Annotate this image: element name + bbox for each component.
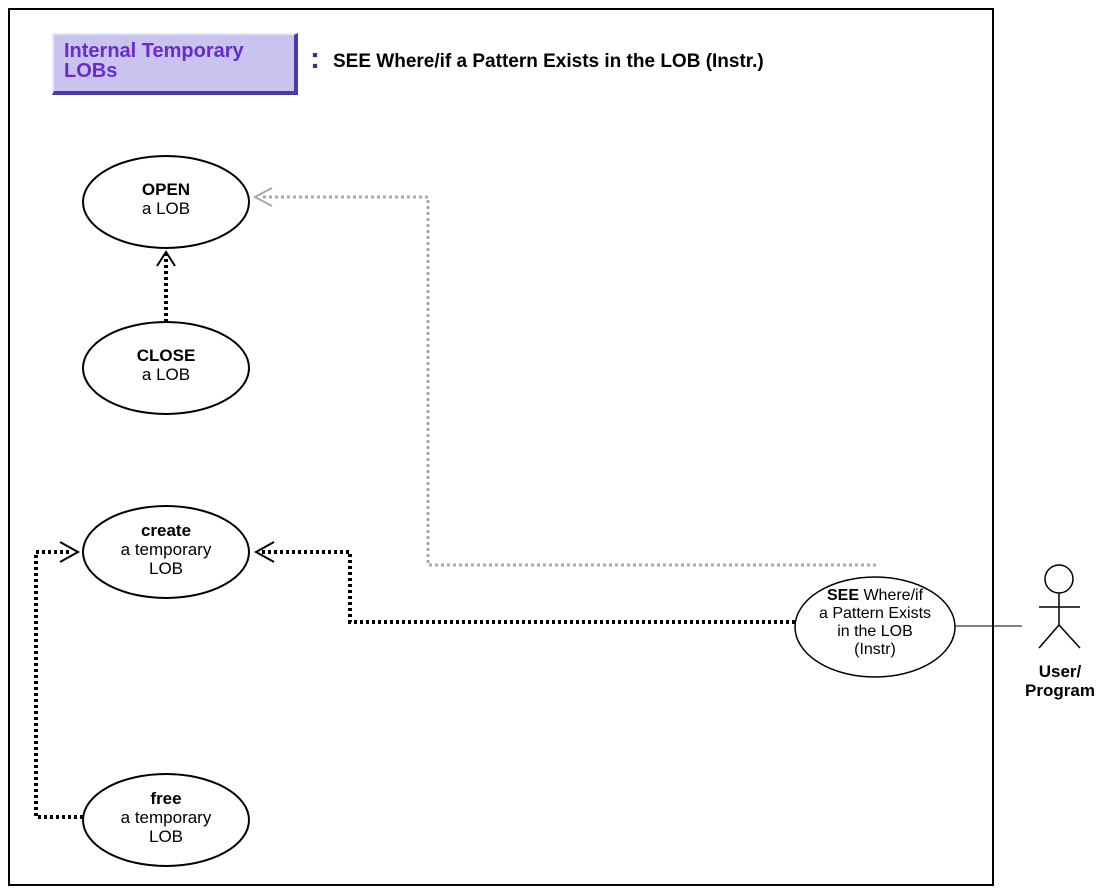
subject-tag-line2: LOBs	[64, 60, 118, 82]
usecase-open-ellipse[interactable]	[82, 155, 250, 249]
link-see-create	[262, 550, 795, 624]
arrowhead-create-from-free	[59, 541, 81, 563]
actor-label-line2: Program	[1025, 681, 1095, 700]
usecase-see-keyword: SEE	[826, 587, 859, 604]
usecase-open-keyword: OPEN	[141, 180, 191, 199]
usecase-see-label: SEE Where/if a Pattern Exists in the LOB…	[800, 587, 950, 659]
usecase-create-keyword: create	[140, 521, 192, 540]
usecase-free-keyword: free	[150, 789, 182, 808]
usecase-create-text-2: LOB	[148, 559, 184, 578]
title-separator: :	[310, 42, 320, 75]
usecase-free-text-2: LOB	[148, 827, 184, 846]
usecase-close-keyword: CLOSE	[136, 346, 196, 365]
usecase-see-text-2: in the LOB	[837, 623, 913, 640]
subject-tag-line1: Internal Temporary	[64, 40, 244, 62]
link-free-create	[34, 550, 83, 819]
usecase-free-text-1: a temporary	[120, 808, 212, 827]
usecase-close-text: a LOB	[141, 365, 191, 384]
usecase-see-text-1: a Pattern Exists	[818, 605, 932, 622]
usecase-free-ellipse[interactable]	[82, 773, 250, 867]
arrowhead-open-from-close	[156, 250, 176, 267]
usecase-see-text-0: Where/if	[859, 587, 924, 604]
usecase-see-ellipse[interactable]	[794, 576, 956, 678]
usecase-create-label: create a temporary LOB	[96, 521, 236, 578]
usecase-see-text-3: (Instr)	[854, 641, 896, 658]
link-see-open	[260, 195, 876, 567]
arrowhead-create-from-see	[253, 541, 275, 563]
arrowhead-open-from-see	[252, 187, 273, 207]
usecase-close-label: CLOSE a LOB	[96, 346, 236, 384]
usecase-open-label: OPEN a LOB	[96, 180, 236, 218]
usecase-free-label: free a temporary LOB	[96, 789, 236, 846]
actor-label: User/ Program	[1010, 662, 1108, 700]
usecase-create-text-1: a temporary	[120, 540, 212, 559]
diagram-title: SEE Where/if a Pattern Exists in the LOB…	[333, 51, 764, 72]
actor-label-line1: User/	[1038, 662, 1082, 681]
diagram-frame	[8, 8, 994, 886]
usecase-create-ellipse[interactable]	[82, 505, 250, 599]
actor-icon[interactable]	[1038, 564, 1081, 649]
subject-tag: Internal Temporary LOBs	[52, 33, 298, 95]
usecase-open-text: a LOB	[141, 199, 191, 218]
